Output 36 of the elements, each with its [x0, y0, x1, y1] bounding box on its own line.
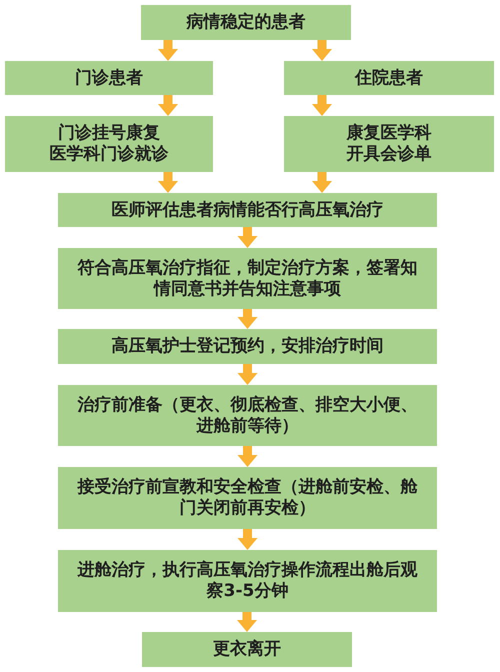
arrow	[312, 95, 332, 116]
process-box	[58, 248, 437, 309]
process-box	[5, 116, 213, 172]
process-box	[284, 116, 494, 172]
arrow	[238, 227, 258, 248]
process-box	[58, 329, 437, 364]
process-box	[141, 5, 351, 40]
step-label: 符合高压氧治疗指征，制定治疗方案，签署知情同意书并告知注意事项	[76, 258, 418, 300]
arrow	[312, 172, 332, 193]
step-label: 门诊患者	[75, 68, 143, 88]
process-box	[58, 550, 437, 612]
process-box	[142, 632, 352, 667]
step-label: 医师评估患者病情能否行高压氧治疗	[112, 200, 384, 220]
step-label: 门诊挂号康复医学科门诊就诊	[50, 123, 168, 165]
process-box	[5, 61, 213, 95]
step-label: 治疗前准备（更衣、彻底检查、排空大小便、进舱前等待）	[76, 394, 418, 436]
arrow	[158, 172, 178, 193]
step-label: 高压氧护士登记预约，安排治疗时间	[112, 336, 384, 357]
arrow	[158, 95, 178, 116]
step-label: 病情稳定的患者	[186, 12, 306, 33]
process-box	[58, 467, 437, 529]
arrow	[312, 40, 332, 61]
step-label: 进舱治疗，执行高压氧治疗操作流程出舱后观察3-5分钟	[76, 560, 418, 602]
step-label: 住院患者	[355, 68, 423, 88]
arrow	[158, 40, 178, 61]
arrow	[238, 529, 258, 550]
step-label: 接受治疗前宣教和安全检查（进舱前安检、舱门关闭前再安检）	[76, 477, 418, 519]
step-label: 康复医学科开具会诊单	[346, 123, 432, 165]
arrow	[238, 364, 258, 385]
process-box	[284, 61, 494, 95]
arrow	[238, 446, 258, 467]
process-box	[58, 385, 437, 446]
arrow	[238, 309, 258, 329]
step-label: 更衣离开	[213, 639, 281, 660]
arrow	[237, 612, 257, 632]
process-box	[58, 193, 437, 227]
